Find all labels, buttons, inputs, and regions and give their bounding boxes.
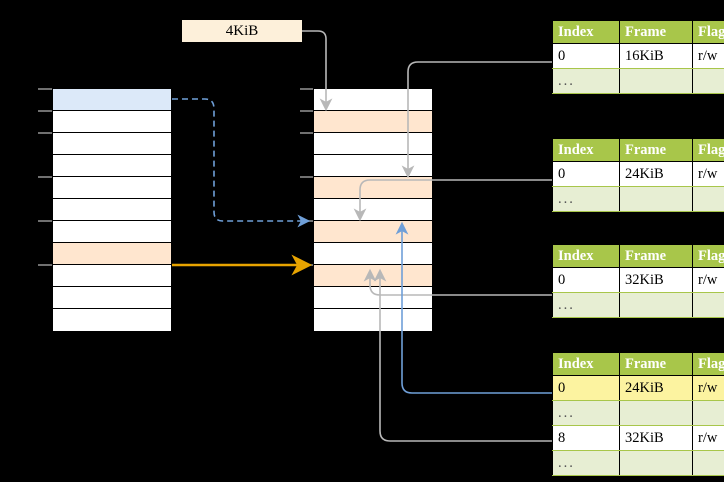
memory-cell — [314, 133, 432, 155]
table-cell: 8 — [552, 425, 620, 451]
table-cell: 32KiB — [619, 267, 693, 293]
column-header-frame: Frame — [619, 244, 693, 268]
table-cell: ... — [552, 292, 620, 318]
table-cell — [692, 68, 724, 94]
table-cell: 0 — [552, 43, 620, 69]
physical-memory-column — [313, 88, 433, 331]
page-size-label: 4KiB — [182, 20, 302, 42]
left-column-ticks — [38, 88, 52, 266]
memory-cell — [53, 155, 171, 177]
table-cell — [619, 292, 693, 318]
table-header-row: IndexFrameFlags — [552, 138, 724, 162]
memory-cell — [314, 243, 432, 265]
memory-cell — [314, 177, 432, 199]
table-cell: r/w — [692, 375, 724, 401]
table-cell: 16KiB — [619, 43, 693, 69]
table-row: ... — [552, 400, 724, 426]
column-header-index: Index — [552, 20, 620, 44]
table-cell — [692, 292, 724, 318]
column-header-flags: Flags — [692, 244, 724, 268]
table-cell: ... — [552, 68, 620, 94]
table-header-row: IndexFrameFlags — [552, 352, 724, 376]
table-cell: 32KiB — [619, 425, 693, 451]
table-cell: r/w — [692, 43, 724, 69]
column-header-frame: Frame — [619, 138, 693, 162]
memory-cell — [53, 265, 171, 287]
table-cell: 0 — [552, 161, 620, 187]
column-header-flags: Flags — [692, 138, 724, 162]
table-cell — [692, 400, 724, 426]
memory-cell — [314, 221, 432, 243]
table-cell — [619, 68, 693, 94]
table-cell — [692, 186, 724, 212]
table-cell: 0 — [552, 375, 620, 401]
table-cell: ... — [552, 400, 620, 426]
column-header-index: Index — [552, 352, 620, 376]
table-cell — [619, 400, 693, 426]
table-cell: ... — [552, 186, 620, 212]
memory-cell — [314, 309, 432, 331]
memory-cell — [314, 155, 432, 177]
memory-cell — [314, 287, 432, 309]
memory-cell — [53, 89, 171, 111]
table-row: ... — [552, 292, 724, 318]
table-header-row: IndexFrameFlags — [552, 20, 724, 44]
memory-cell — [53, 177, 171, 199]
memory-cell — [53, 309, 171, 331]
column-header-index: Index — [552, 244, 620, 268]
memory-cell — [53, 199, 171, 221]
memory-cell — [314, 111, 432, 133]
table-cell — [619, 450, 693, 476]
middle-column-ticks — [300, 88, 313, 266]
memory-cell — [314, 265, 432, 287]
table-cell: 24KiB — [619, 375, 693, 401]
memory-cell — [53, 111, 171, 133]
wire-vaddr-dashed — [172, 98, 311, 228]
page-table-level-3: IndexFrameFlags032KiBr/w... — [552, 244, 724, 318]
virtual-address-space-column — [52, 88, 172, 331]
memory-cell — [314, 199, 432, 221]
column-header-flags: Flags — [692, 352, 724, 376]
memory-cell — [53, 287, 171, 309]
table-cell: r/w — [692, 267, 724, 293]
table-row: ... — [552, 68, 724, 94]
page-table-level-4: IndexFrameFlags024KiBr/w...832KiBr/w... — [552, 352, 724, 476]
column-header-index: Index — [552, 138, 620, 162]
column-header-frame: Frame — [619, 352, 693, 376]
page-table-level-1: IndexFrameFlags016KiBr/w... — [552, 20, 724, 94]
table-row: ... — [552, 186, 724, 212]
table-cell: r/w — [692, 425, 724, 451]
column-header-flags: Flags — [692, 20, 724, 44]
table-cell: 24KiB — [619, 161, 693, 187]
table-cell: ... — [552, 450, 620, 476]
table-cell: r/w — [692, 161, 724, 187]
memory-cell — [53, 221, 171, 243]
page-table-level-2: IndexFrameFlags024KiBr/w... — [552, 138, 724, 212]
table-cell: 0 — [552, 267, 620, 293]
table-cell — [619, 186, 693, 212]
table-cell — [692, 450, 724, 476]
memory-cell — [314, 89, 432, 111]
column-header-frame: Frame — [619, 20, 693, 44]
memory-cell — [53, 133, 171, 155]
table-row: ... — [552, 450, 724, 476]
table-header-row: IndexFrameFlags — [552, 244, 724, 268]
memory-cell — [53, 243, 171, 265]
